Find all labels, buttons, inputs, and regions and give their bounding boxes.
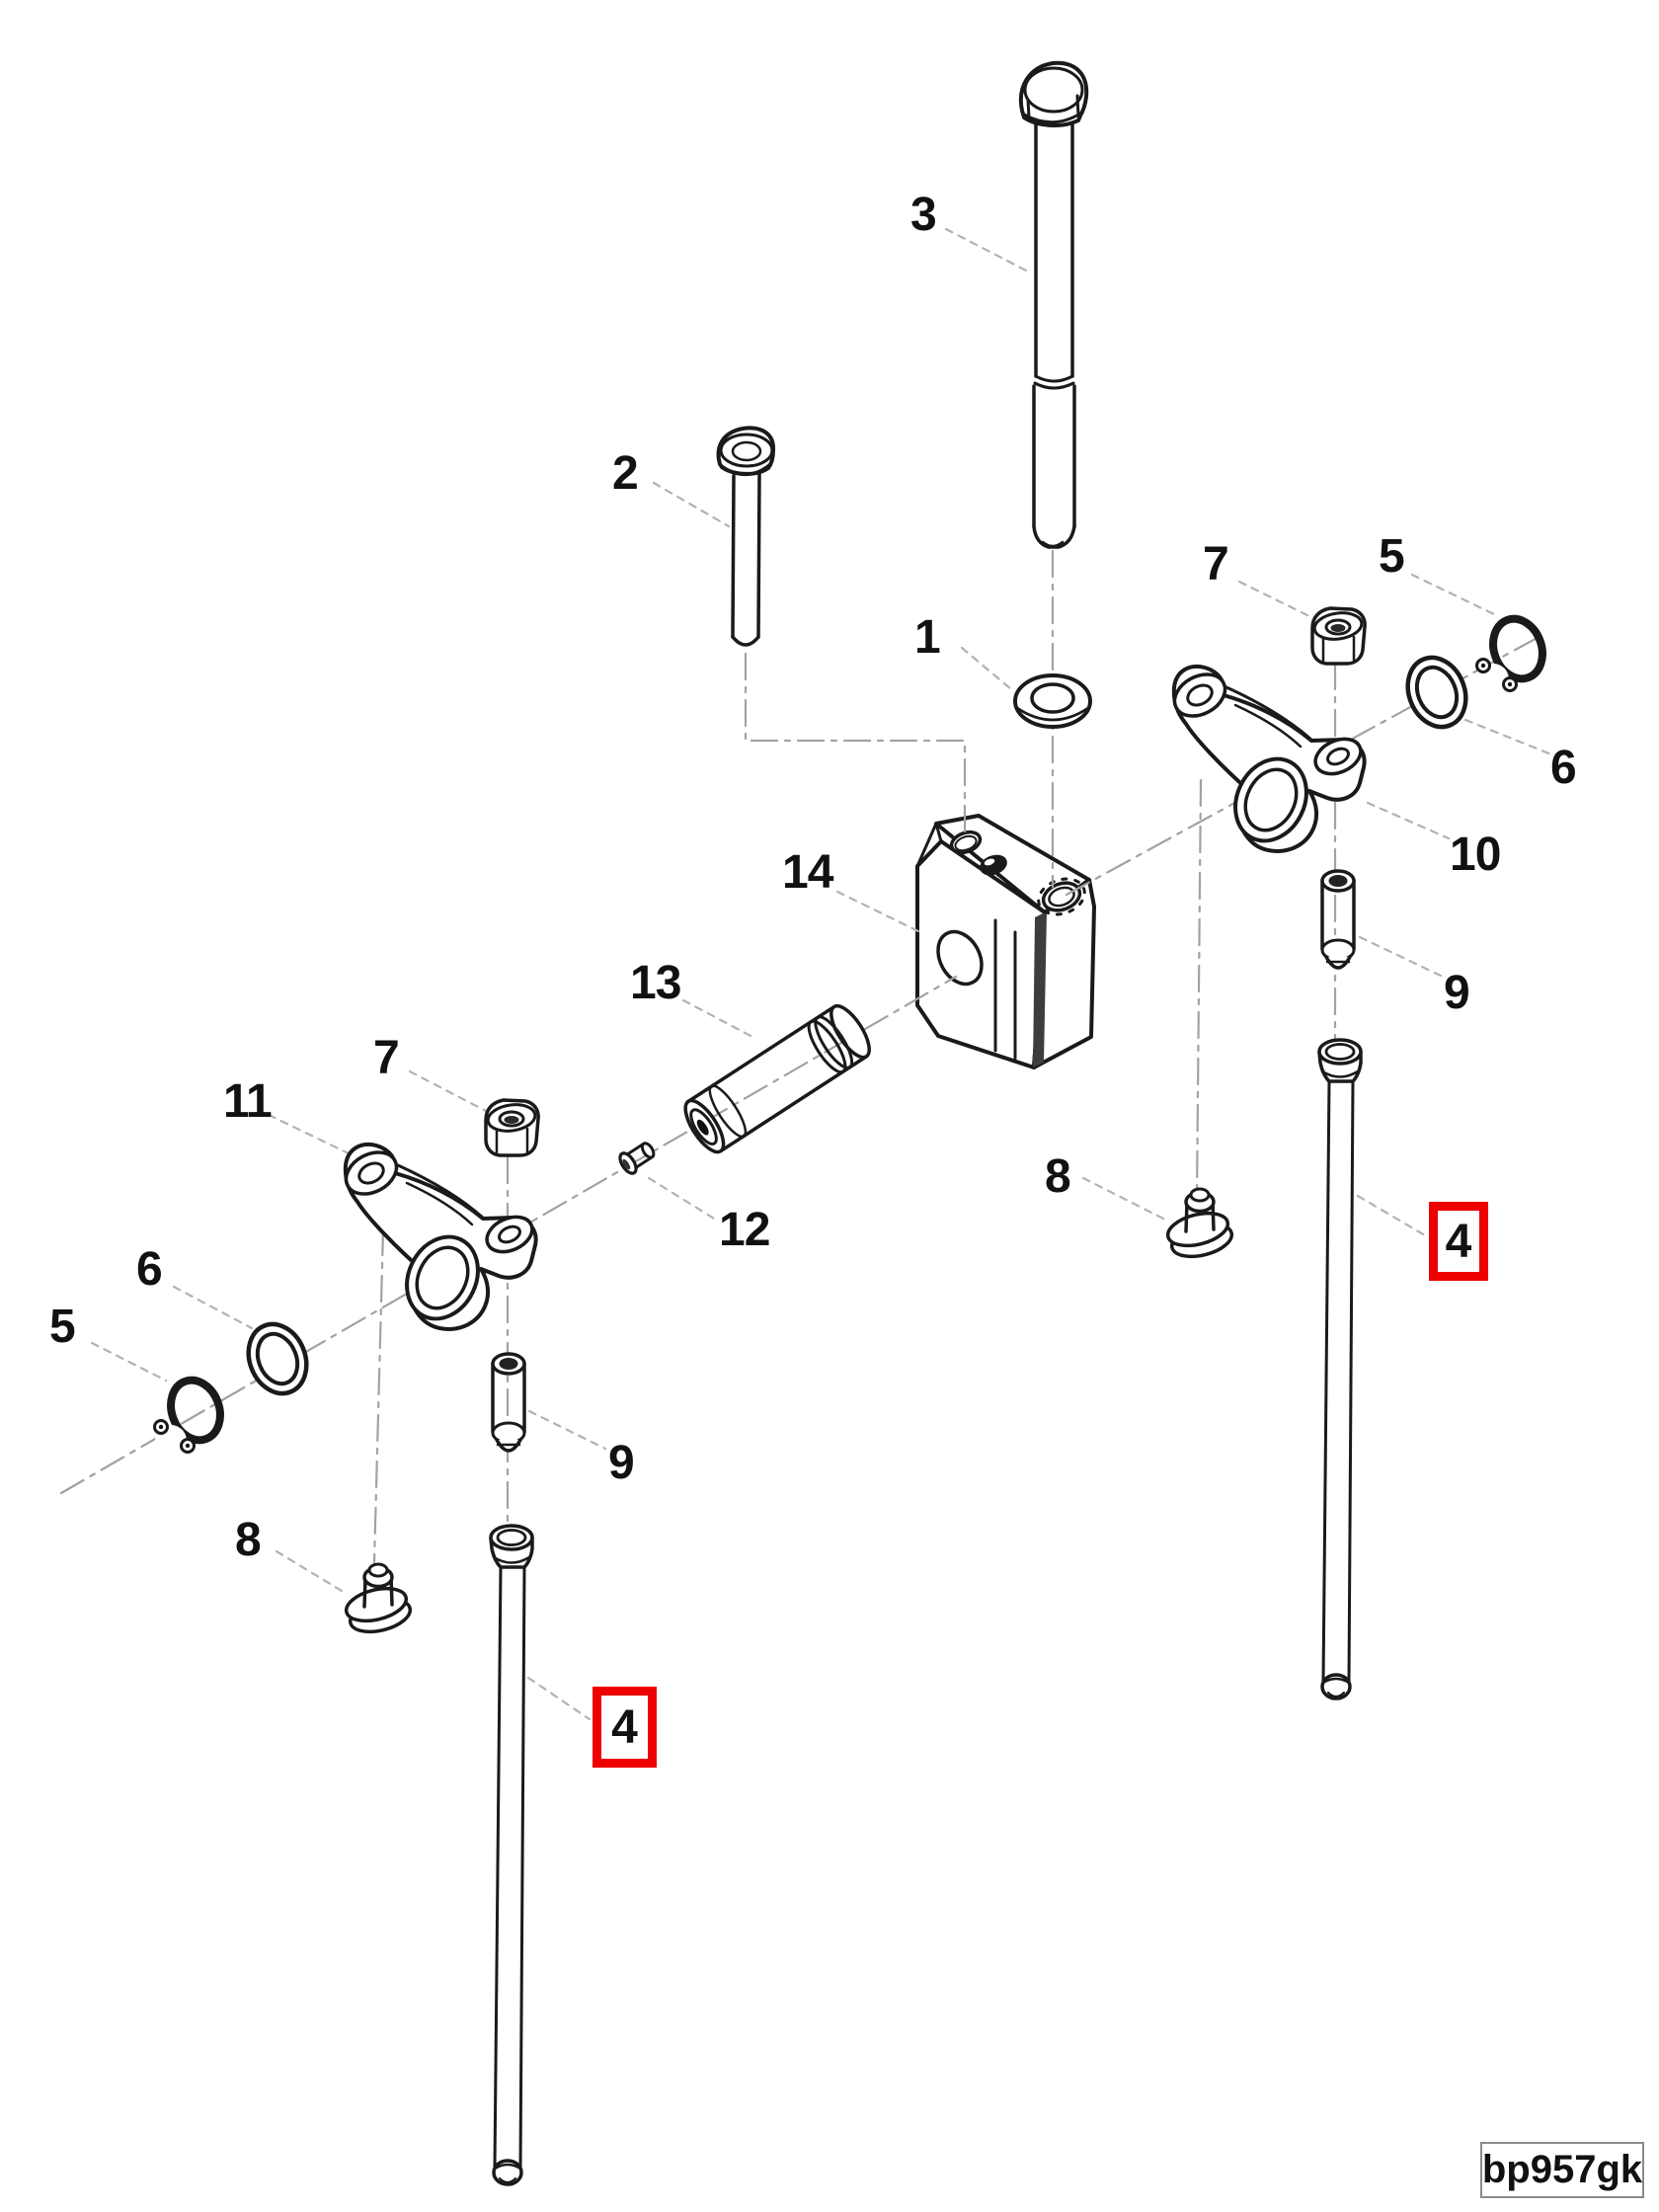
short-bolt: [716, 426, 776, 647]
leader-lines: [90, 227, 1553, 1721]
callout-2-1: 2: [612, 447, 639, 500]
drawing-code-box: bp957gk: [1480, 2142, 1644, 2198]
callout-8-11: 8: [1045, 1150, 1071, 1203]
callout-5-15: 5: [49, 1301, 76, 1353]
callout-1-0: 1: [914, 611, 941, 664]
rocker-support-block: [915, 814, 1096, 1069]
highlighted-callout-4-0: 4: [592, 1687, 657, 1768]
callout-9-7: 9: [1444, 967, 1470, 1019]
shaft-pin: [683, 1003, 871, 1154]
set-screw: [618, 1142, 656, 1175]
callout-8-16: 8: [235, 1514, 262, 1566]
callout-6-14: 6: [136, 1243, 163, 1296]
long-bolt: [1018, 60, 1089, 549]
callout-3-2: 3: [910, 189, 937, 241]
callout-12-10: 12: [719, 1204, 770, 1256]
callout-5-3: 5: [1379, 530, 1405, 583]
callout-11-12: 11: [223, 1075, 273, 1128]
callout-6-5: 6: [1550, 742, 1577, 794]
callout-10-6: 10: [1450, 829, 1501, 881]
washer: [1013, 673, 1092, 729]
callout-9-17: 9: [608, 1437, 635, 1489]
callout-13-9: 13: [630, 957, 681, 1009]
callout-7-4: 7: [1203, 538, 1229, 591]
drawing-code: bp957gk: [1481, 2148, 1643, 2191]
callout-7-13: 7: [373, 1032, 400, 1084]
highlighted-callout-4-1: 4: [1429, 1202, 1488, 1281]
callout-14-8: 14: [782, 846, 833, 899]
